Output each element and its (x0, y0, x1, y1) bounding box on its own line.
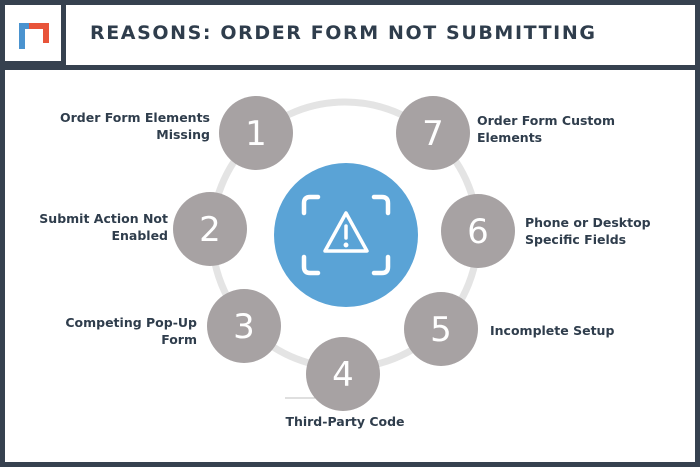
reason-label-2: Submit Action Not Enabled (39, 211, 168, 243)
reason-number-7: 7 (422, 114, 444, 154)
warning-triangle-icon (301, 194, 391, 276)
header-title-area (66, 5, 695, 65)
reason-number-6: 6 (467, 212, 489, 252)
logo (5, 5, 61, 61)
reason-circle-1: 1 (219, 96, 293, 170)
reason-circle-3: 3 (207, 289, 281, 363)
reason-label-6: Phone or Desktop Specific Fields (525, 215, 651, 247)
reason-label-7: Order Form Custom Elements (477, 113, 615, 145)
reason-number-5: 5 (430, 310, 452, 350)
bracket-logo-icon (19, 23, 49, 49)
reason-number-2: 2 (199, 210, 221, 250)
reason-number-3: 3 (233, 307, 255, 347)
reason-circle-6: 6 (441, 194, 515, 268)
reason-label-1: Order Form Elements Missing (59, 110, 210, 142)
reason-number-1: 1 (245, 114, 267, 154)
reason-label-3: Competing Pop-Up Form (65, 315, 197, 347)
reason-number-4: 4 (332, 355, 354, 395)
reason-label-5: Incomplete Setup (490, 323, 615, 338)
reason-circle-4: 4 (306, 337, 380, 411)
center-warning-badge (274, 163, 418, 307)
reason-label-4: Third-Party Code (285, 414, 405, 429)
reason-circle-2: 2 (173, 192, 247, 266)
page-title: REASONS: ORDER FORM NOT SUBMITTING (90, 22, 597, 44)
reason-circle-7: 7 (396, 96, 470, 170)
reason-circle-5: 5 (404, 292, 478, 366)
